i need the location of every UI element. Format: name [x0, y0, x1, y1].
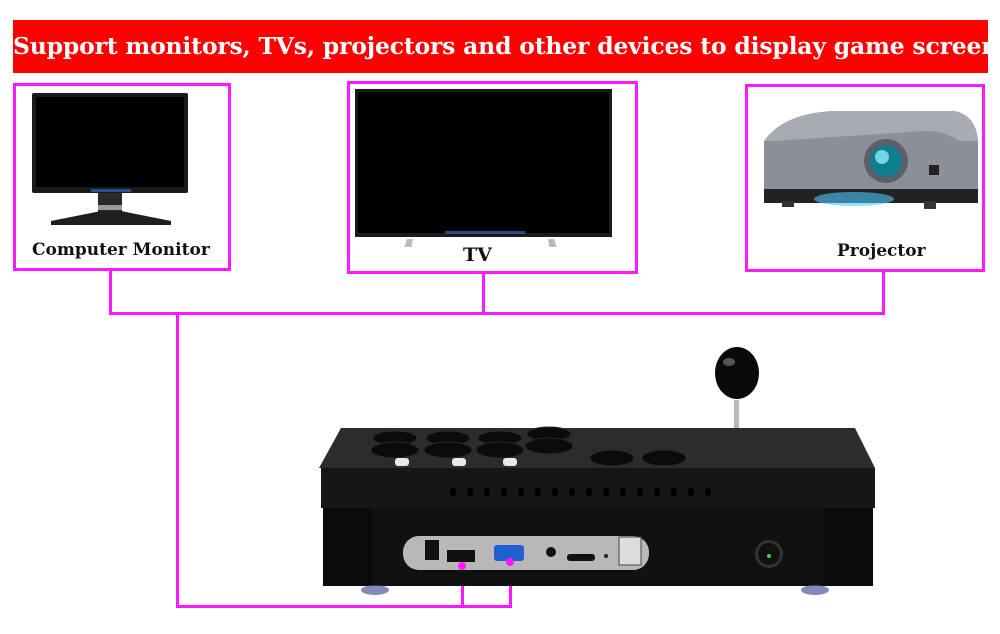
connector-bus-horizontal [109, 312, 885, 315]
device-label-monitor: Computer Monitor [32, 240, 210, 260]
device-card-projector: Projector [745, 84, 985, 272]
connector-drop-tv [482, 274, 485, 315]
connector-drop-monitor [109, 271, 112, 315]
device-label-tv: TV [463, 244, 492, 266]
connector-trunk-vertical [176, 312, 179, 608]
tv-icon [355, 89, 612, 247]
arcade-console [319, 347, 875, 595]
projector-icon [764, 111, 978, 209]
vga-connection-dot [506, 558, 514, 566]
device-card-monitor: Computer Monitor [13, 83, 231, 271]
connector-riser-hdmi [461, 566, 464, 608]
device-card-tv: TV [347, 81, 638, 274]
hdmi-connection-dot [458, 562, 466, 570]
connector-bottom-horizontal [176, 605, 512, 608]
device-label-projector: Projector [837, 241, 926, 261]
headline-banner: Support monitors, TVs, projectors and ot… [13, 20, 1000, 73]
connector-drop-projector [882, 272, 885, 315]
computer-monitor-icon [32, 93, 188, 225]
